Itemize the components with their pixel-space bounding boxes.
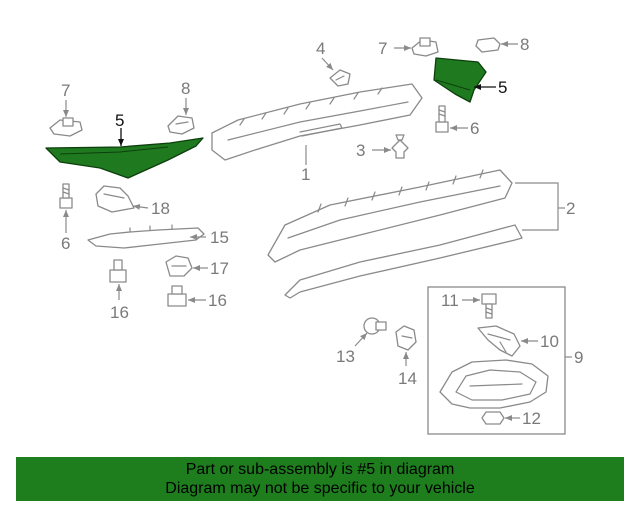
part-9-lamp-housing[interactable] [439, 359, 549, 409]
callout-3: 3 [356, 141, 365, 160]
callout-18: 18 [151, 199, 170, 218]
part-7-left-nut[interactable] [49, 117, 83, 137]
callout-6-right: 6 [470, 119, 479, 138]
part-11-bolt[interactable] [481, 293, 497, 319]
callout-8-right: 8 [520, 35, 529, 54]
part-5-right-bracket-highlighted[interactable] [433, 57, 487, 103]
part-5-left-trim-highlighted[interactable] [45, 137, 204, 179]
part-10-bracket[interactable] [477, 325, 521, 357]
callout-8-left: 8 [181, 79, 190, 98]
part-15-retainer-strip[interactable] [87, 224, 205, 249]
part-17-grommet[interactable] [165, 255, 193, 277]
part-13-push-clip[interactable] [363, 317, 387, 335]
part-6-left-bolt[interactable] [59, 183, 73, 209]
callout-5-right: 5 [498, 78, 507, 97]
part-8-left-clip[interactable] [167, 115, 195, 135]
callout-17: 17 [210, 259, 229, 278]
subassembly-9-box [427, 286, 566, 435]
leader-18 [132, 203, 149, 210]
part-4-clip[interactable] [329, 69, 351, 87]
callout-14: 14 [398, 369, 417, 388]
callout-16-right: 16 [208, 291, 227, 310]
part-16-right-nut[interactable] [167, 285, 187, 307]
part-6-right-bolt[interactable] [435, 105, 449, 133]
part-14-grommet[interactable] [395, 325, 417, 351]
info-banner: Part or sub-assembly is #5 in diagram Di… [16, 457, 624, 501]
callout-7-right: 7 [378, 39, 387, 58]
part-16-lower-screw[interactable] [109, 259, 127, 283]
callout-13: 13 [336, 347, 355, 366]
callout-1: 1 [301, 165, 310, 184]
leader-4 [321, 57, 334, 71]
part-7-right-nut[interactable] [411, 37, 439, 57]
part-8-right-clip[interactable] [475, 37, 501, 53]
callout-10: 10 [540, 332, 559, 351]
callout-7-left: 7 [61, 81, 70, 100]
callout-6-left: 6 [61, 234, 70, 253]
callout-15: 15 [210, 228, 229, 247]
banner-line-1: Part or sub-assembly is #5 in diagram [185, 461, 455, 478]
part-1-rocker-molding[interactable] [211, 83, 423, 161]
callout-11: 11 [441, 291, 459, 310]
callout-16-lower: 16 [110, 303, 129, 322]
callout-5-left: 5 [115, 111, 124, 130]
part-3-clip[interactable] [391, 134, 409, 159]
part-2-rocker-panel[interactable] [267, 169, 523, 299]
callout-2: 2 [566, 199, 575, 218]
part-18-bracket[interactable] [95, 185, 135, 213]
leader-2-bracket [515, 182, 559, 231]
callout-9: 9 [574, 348, 583, 367]
callout-4: 4 [316, 39, 325, 58]
leader-13 [354, 332, 368, 347]
part-12-nut[interactable] [481, 411, 505, 425]
callout-12: 12 [522, 409, 541, 428]
banner-line-2: Diagram may not be specific to your vehi… [165, 480, 475, 497]
